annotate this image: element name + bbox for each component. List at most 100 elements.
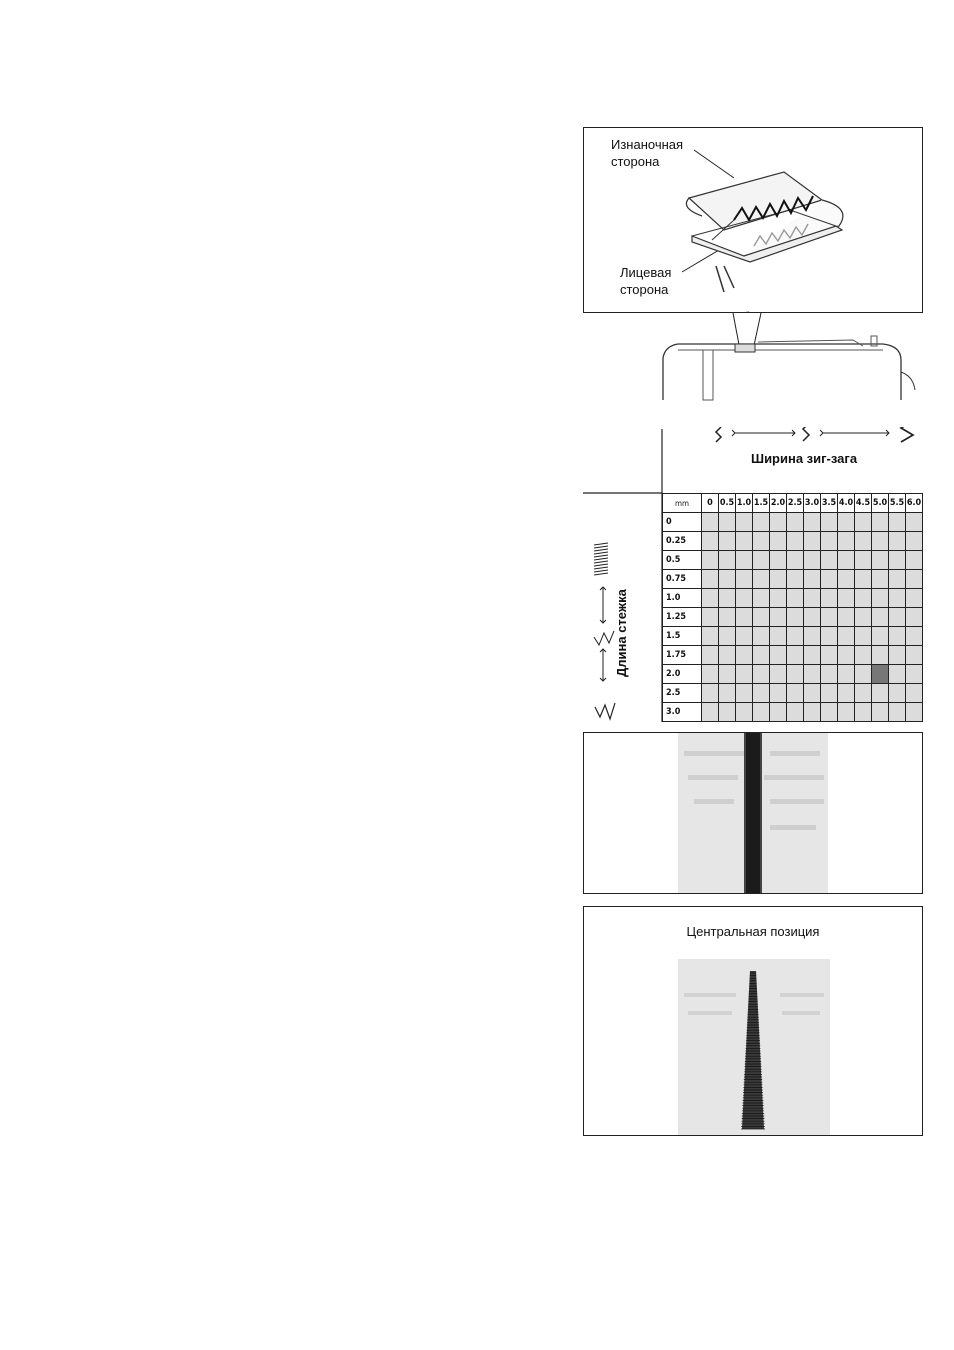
grid-cell	[769, 664, 787, 684]
grid-cell	[752, 569, 770, 589]
grid-cell	[871, 569, 889, 589]
grid-cell	[820, 683, 838, 703]
grid-cell	[871, 588, 889, 608]
grid-cell	[837, 607, 855, 627]
grid-cell	[871, 626, 889, 646]
grid-cell	[837, 626, 855, 646]
grid-cell	[888, 531, 906, 551]
grid-cell	[888, 664, 906, 684]
grid-cell	[871, 645, 889, 665]
grid-cell	[871, 512, 889, 532]
length-row: 0	[662, 512, 923, 532]
grid-cell	[905, 645, 923, 665]
grid-cell	[752, 645, 770, 665]
grid-cell	[786, 569, 804, 589]
grid-cell	[701, 683, 719, 703]
grid-cell	[735, 664, 753, 684]
width-header: 1.0	[735, 493, 753, 513]
grid-cell	[701, 531, 719, 551]
wrong-side-label: Изнаночная сторона	[611, 137, 684, 169]
grid-cell	[888, 588, 906, 608]
grid-cell	[854, 588, 872, 608]
length-row: 2.0	[662, 664, 923, 684]
zigzag-width-title: Ширина зиг-зага	[751, 451, 858, 466]
grid-cell	[905, 664, 923, 684]
grid-cell	[701, 626, 719, 646]
grid-cell	[718, 645, 736, 665]
grid-cell	[701, 607, 719, 627]
grid-cell	[854, 550, 872, 570]
length-label: 1.5	[662, 626, 702, 646]
grid-cell	[786, 550, 804, 570]
grid-cell	[820, 550, 838, 570]
grid-cell	[769, 512, 787, 532]
width-header: 5.5	[888, 493, 906, 513]
grid-cell	[786, 607, 804, 627]
grid-cell	[786, 588, 804, 608]
grid-cell	[735, 702, 753, 722]
length-row: 1.25	[662, 607, 923, 627]
grid-cell	[820, 588, 838, 608]
grid-cell	[888, 645, 906, 665]
grid-cell	[786, 626, 804, 646]
length-label: 1.75	[662, 645, 702, 665]
grid-cell	[718, 569, 736, 589]
grid-cell	[871, 683, 889, 703]
length-label: 2.0	[662, 664, 702, 684]
grid-cell	[854, 569, 872, 589]
grid-cell	[769, 683, 787, 703]
grid-cell	[701, 512, 719, 532]
width-header: 0	[701, 493, 719, 513]
grid-cell	[769, 626, 787, 646]
length-label: 1.0	[662, 588, 702, 608]
grid-cell	[803, 626, 821, 646]
grid-cell	[820, 607, 838, 627]
grid-cell	[735, 512, 753, 532]
grid-cell	[786, 664, 804, 684]
grid-cell	[752, 550, 770, 570]
grid-cell	[769, 569, 787, 589]
length-label: 2.5	[662, 683, 702, 703]
grid-cell	[769, 607, 787, 627]
grid-cell	[718, 550, 736, 570]
right-side-label: Лицевая сторона	[620, 265, 672, 297]
grid-cell	[837, 512, 855, 532]
grid-cell	[820, 512, 838, 532]
grid-cell	[871, 550, 889, 570]
grid-cell	[735, 683, 753, 703]
grid-cell	[803, 512, 821, 532]
grid-cell	[718, 531, 736, 551]
unit-header: mm	[662, 493, 702, 513]
grid-cell	[888, 607, 906, 627]
grid-cell	[820, 626, 838, 646]
folded-fabric-drawing	[681, 149, 844, 312]
grid-cell	[820, 664, 838, 684]
central-position-title: Центральная позиция	[686, 924, 820, 939]
width-header: 3.5	[820, 493, 838, 513]
length-label: 0.5	[662, 550, 702, 570]
grid-cell	[735, 550, 753, 570]
length-row: 2.5	[662, 683, 923, 703]
grid-cell	[735, 626, 753, 646]
width-header: 5.0	[871, 493, 889, 513]
grid-cell	[752, 607, 770, 627]
length-row: 3.0	[662, 702, 923, 722]
grid-cell	[837, 645, 855, 665]
grid-cell	[752, 588, 770, 608]
grid-cell	[854, 512, 872, 532]
grid-cell	[837, 683, 855, 703]
width-header: 2.5	[786, 493, 804, 513]
width-header: 4.5	[854, 493, 872, 513]
grid-cell	[905, 550, 923, 570]
grid-cell	[769, 550, 787, 570]
grid-cell	[837, 569, 855, 589]
grid-cell	[888, 626, 906, 646]
length-label: 3.0	[662, 702, 702, 722]
grid-cell	[871, 607, 889, 627]
grid-cell	[888, 550, 906, 570]
grid-cell	[735, 531, 753, 551]
grid-cell	[820, 569, 838, 589]
grid-cell	[786, 531, 804, 551]
grid-cell	[803, 588, 821, 608]
